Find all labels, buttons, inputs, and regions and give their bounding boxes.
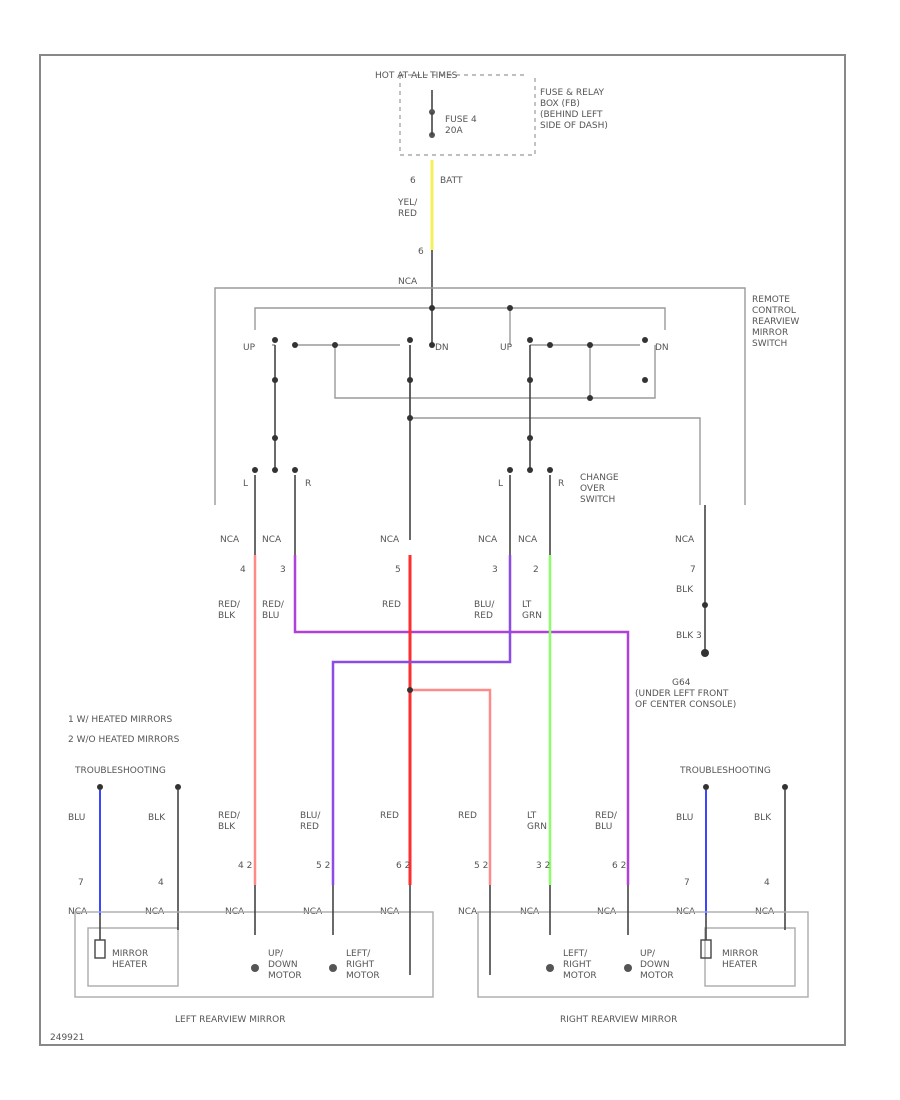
svg-text:3: 3 [280,565,286,575]
wire-red-blu [293,555,630,885]
svg-text:BLU: BLU [68,813,85,823]
svg-text:6 2: 6 2 [612,861,626,871]
right-motor2-icon [624,964,632,972]
wire-blu-red [331,555,512,885]
svg-text:7: 7 [78,878,84,888]
svg-text:6: 6 [418,247,424,257]
svg-text:NCA: NCA [262,535,282,545]
diagram-frame [39,54,846,1046]
svg-text:BLK: BLK [754,813,772,823]
svg-text:BLU/RED: BLU/RED [300,811,321,832]
svg-text:RED: RED [380,811,399,821]
svg-text:RED/BLU: RED/BLU [595,811,618,832]
svg-text:RED/BLK: RED/BLK [218,600,241,621]
svg-text:3: 3 [492,565,498,575]
svg-text:BLU: BLU [676,813,693,823]
source-label: HOT AT ALL TIMES [375,71,458,81]
svg-text:DN: DN [435,343,449,353]
note-1: 1 W/ HEATED MIRRORS [68,715,173,725]
svg-text:BLK 3: BLK 3 [676,631,702,641]
svg-text:NCA: NCA [380,535,400,545]
svg-text:L: L [243,479,248,489]
left-heater-icon [94,939,106,959]
right-trigger: TROUBLESHOOTING [679,766,771,776]
right-motor1-icon [546,964,554,972]
svg-text:3 2: 3 2 [536,861,550,871]
ground-icon [701,649,709,657]
batt-pin-label: BATT [440,176,463,186]
svg-text:4: 4 [158,878,164,888]
svg-text:4: 4 [764,878,770,888]
left-trigger: TROUBLESHOOTING [74,766,166,776]
svg-text:4 2: 4 2 [238,861,252,871]
svg-text:NCA: NCA [518,535,538,545]
svg-text:6 2: 6 2 [396,861,410,871]
svg-text:BLK: BLK [148,813,166,823]
svg-text:2: 2 [533,565,539,575]
svg-text:NCA: NCA [458,907,478,917]
left-motor1-icon [251,964,259,972]
svg-text:YEL/RED: YEL/RED [397,198,418,219]
svg-text:UP: UP [500,343,513,353]
svg-text:5: 5 [395,565,401,575]
right-heater-icon [700,939,712,959]
note-2: 2 W/O HEATED MIRRORS [68,735,180,745]
svg-text:5 2: 5 2 [474,861,488,871]
svg-text:DN: DN [655,343,669,353]
svg-text:NCA: NCA [478,535,498,545]
svg-text:RED/BLU: RED/BLU [262,600,285,621]
svg-text:L: L [498,479,503,489]
svg-text:6: 6 [410,176,416,186]
svg-text:R: R [558,479,564,489]
left-mirror-title: LEFT REARVIEW MIRROR [175,1015,285,1025]
svg-text:UP: UP [243,343,256,353]
wire-red-branch [410,688,492,885]
svg-text:4: 4 [240,565,246,575]
svg-text:BLK: BLK [676,585,694,595]
svg-text:5 2: 5 2 [316,861,330,871]
svg-text:R: R [305,479,311,489]
svg-text:BLU/RED: BLU/RED [474,600,495,621]
svg-text:NCA: NCA [220,535,240,545]
svg-text:RED: RED [382,600,401,610]
switch-conn-label: NCA [398,277,418,287]
right-mirror-title: RIGHT REARVIEW MIRROR [560,1015,677,1025]
svg-text:RED/BLK: RED/BLK [218,811,241,832]
svg-text:7: 7 [684,878,690,888]
diagram-id: 249921 [50,1033,84,1043]
svg-text:RED: RED [458,811,477,821]
left-motor2-icon [329,964,337,972]
svg-text:NCA: NCA [675,535,695,545]
svg-text:7: 7 [690,565,696,575]
